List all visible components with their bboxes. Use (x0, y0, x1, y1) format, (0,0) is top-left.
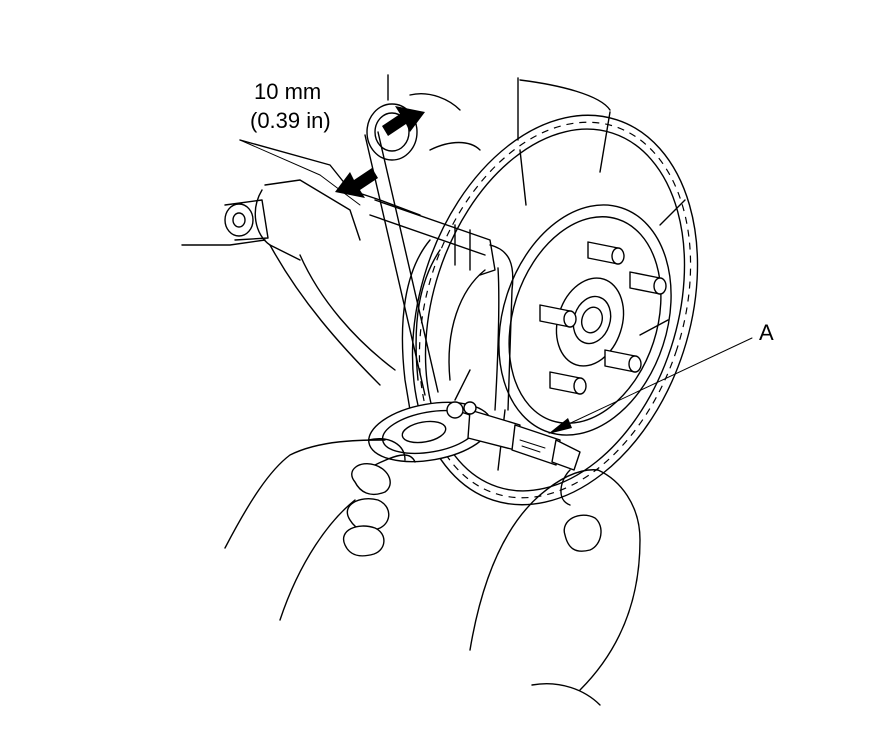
leader-arrowhead-icon (548, 418, 572, 434)
callout-leader-a (548, 337, 753, 434)
callout-label-a: A (759, 320, 774, 345)
dimension-label-mm: 10 mm (254, 79, 322, 104)
dimension-label-in: (0.39 in) (250, 108, 331, 133)
measuring-probe-rod (239, 131, 439, 396)
wheel-studs (539, 241, 667, 395)
technician-hands (224, 438, 641, 706)
steering-knuckle (181, 74, 611, 386)
arrow-left-icon (335, 168, 378, 198)
brake-disc (411, 111, 699, 506)
dimension-arrows (335, 106, 425, 198)
arrow-right-icon (382, 106, 425, 136)
